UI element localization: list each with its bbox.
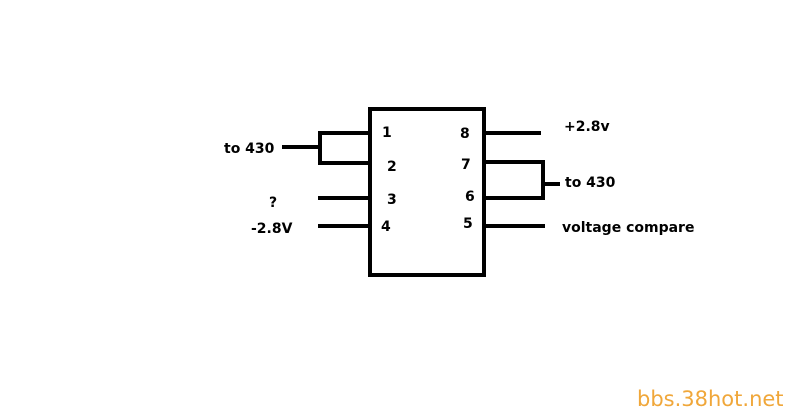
label-left-to-430: to 430 [224, 141, 275, 157]
label-voltage-compare: voltage compare [562, 220, 694, 236]
pin-number-2: 2 [387, 159, 397, 175]
pin-number-6: 6 [465, 189, 475, 205]
label-negative-voltage: -2.8V [251, 221, 293, 237]
label-pin3-unknown: ? [269, 195, 277, 211]
pin-number-4: 4 [381, 219, 391, 235]
watermark-text: bbs.38hot.net [637, 387, 784, 411]
pin-number-7: 7 [461, 157, 471, 173]
label-right-to-430: to 430 [565, 175, 616, 191]
ic-body [368, 107, 486, 277]
pin-number-1: 1 [382, 125, 392, 141]
pin-number-3: 3 [387, 192, 397, 208]
pin-number-5: 5 [463, 216, 473, 232]
pin-number-8: 8 [460, 126, 470, 142]
label-positive-voltage: +2.8v [564, 119, 610, 135]
